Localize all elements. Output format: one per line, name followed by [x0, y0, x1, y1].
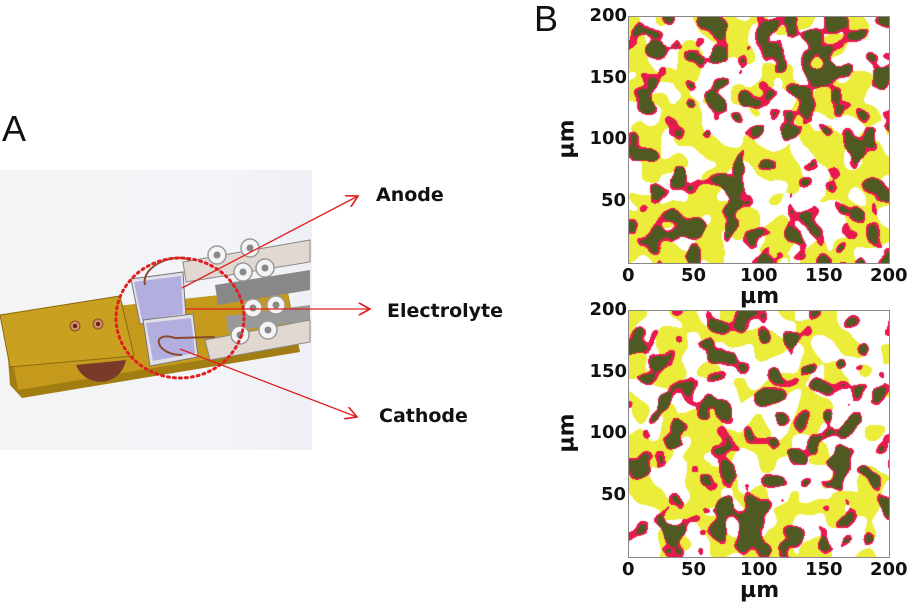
x-axis-label: µm [740, 578, 780, 603]
highlight-circle [114, 256, 246, 380]
y-tick-label: 100 [589, 422, 628, 443]
x-tick-label: 200 [870, 265, 908, 286]
cell-device-illustration [0, 170, 530, 450]
x-tick-label: 0 [622, 559, 635, 580]
electrolyte-label: Electrolyte [387, 300, 504, 322]
y-tick-label: 100 [589, 128, 628, 149]
phase-map-2 [628, 310, 890, 558]
x-tick-label: 150 [805, 265, 843, 286]
x-tick-label: 100 [740, 265, 778, 286]
x-axis-label: µm [740, 284, 780, 309]
anode-arrow [181, 196, 358, 289]
x-tick-label: 0 [622, 265, 635, 286]
y-axis-label: µm [554, 413, 580, 453]
x-tick-label: 50 [681, 559, 707, 580]
y-tick-label: 50 [601, 483, 627, 505]
y-tick-label: 200 [589, 299, 628, 320]
cathode-arrow [179, 348, 357, 417]
panel-a-letter: A [2, 108, 27, 149]
phase-map-1 [628, 16, 890, 264]
y-tick-label: 150 [589, 66, 628, 88]
y-tick-label: 50 [601, 189, 627, 211]
anode-label: Anode [376, 184, 444, 206]
y-axis-label: µm [554, 119, 580, 159]
panel-b-letter: B [534, 0, 559, 39]
x-tick-label: 100 [740, 559, 778, 580]
y-tick-label: 200 [589, 5, 628, 26]
x-tick-label: 200 [870, 559, 908, 580]
y-tick-label: 150 [589, 360, 628, 382]
x-tick-label: 50 [681, 265, 707, 286]
x-tick-label: 150 [805, 559, 843, 580]
cathode-label: Cathode [379, 405, 468, 427]
